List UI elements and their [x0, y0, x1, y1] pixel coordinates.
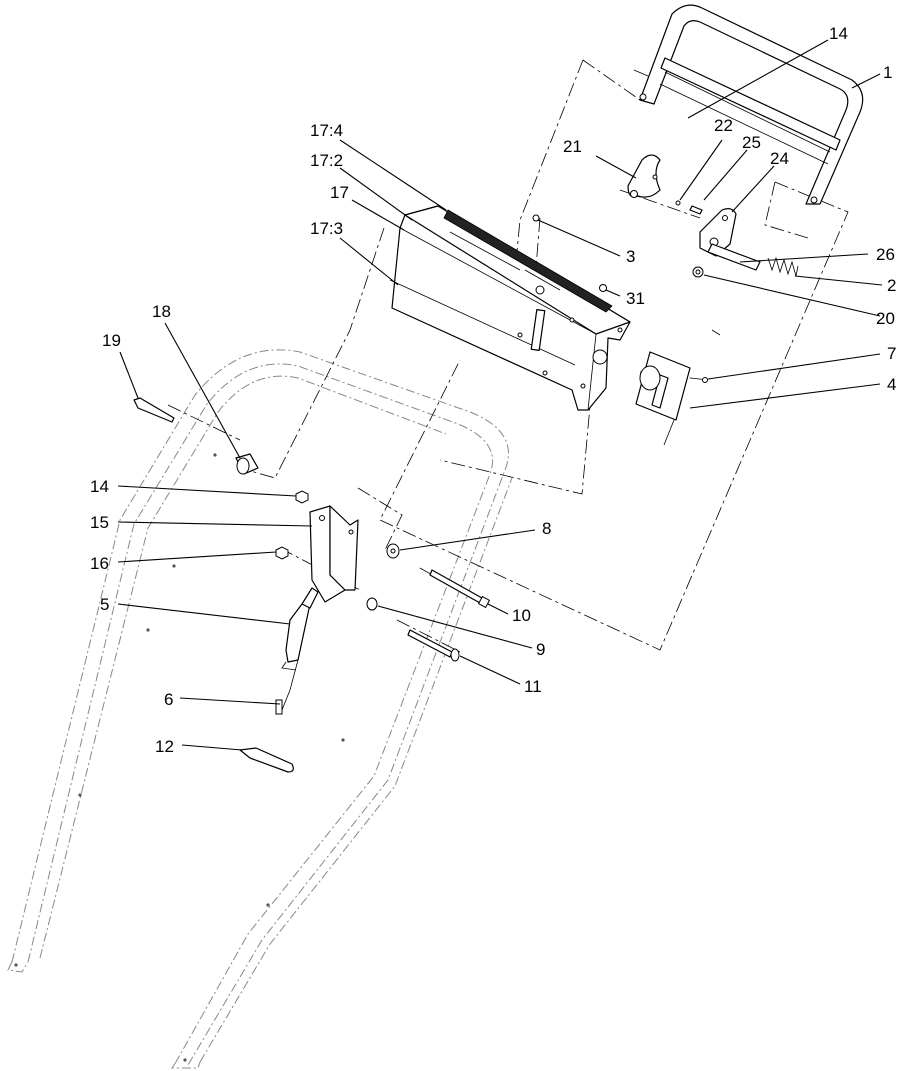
- callout-17-4: 17:4: [310, 121, 343, 140]
- nut-14-lower: [295, 490, 309, 504]
- callout-17-2: 17:2: [310, 151, 343, 170]
- washer-31: [599, 284, 607, 292]
- callout-12: 12: [155, 737, 174, 756]
- lower-handle-phantom: [7, 349, 513, 1069]
- callout-3: 3: [626, 247, 635, 266]
- callout-16: 16: [90, 554, 109, 573]
- callout-11: 11: [524, 677, 542, 696]
- slide-plate-4: [635, 351, 691, 446]
- leader-lines: [117, 39, 883, 751]
- pin-22: [675, 200, 681, 206]
- callout-25: 25: [742, 133, 761, 152]
- callout-1: 1: [883, 63, 892, 82]
- washer-8: [386, 543, 400, 559]
- callout-4: 4: [887, 375, 896, 394]
- grip-12: [239, 747, 294, 773]
- callout-24: 24: [770, 149, 789, 168]
- callout-15: 15: [90, 513, 109, 532]
- callout-10: 10: [512, 606, 531, 625]
- callout-17: 17: [330, 183, 349, 202]
- nut-16: [275, 546, 289, 560]
- cable-6: [275, 699, 283, 715]
- bolt-11: [407, 629, 460, 662]
- callout-7: 7: [887, 344, 896, 363]
- callout-26: 26: [876, 245, 895, 264]
- bolt-10: [429, 569, 491, 609]
- callout-18: 18: [152, 302, 171, 321]
- callout-17-3: 17:3: [310, 219, 343, 238]
- callout-9: 9: [536, 640, 545, 659]
- callout-8: 8: [542, 519, 551, 538]
- upper-handle-part: [633, 4, 864, 205]
- screw-7: [702, 377, 708, 383]
- callout-19: 19: [102, 331, 121, 350]
- spring-2: [767, 256, 799, 277]
- rod-26: [707, 243, 761, 271]
- callout-21: 21: [563, 137, 582, 156]
- callout-14-top: 14: [829, 24, 848, 43]
- cable-lever-5: [281, 587, 319, 711]
- bolt-19: [133, 397, 175, 423]
- washer-9: [366, 597, 378, 611]
- callout-6: 6: [164, 690, 173, 709]
- bracket-15: [309, 505, 359, 603]
- callout-2: 2: [887, 276, 896, 295]
- callout-5: 5: [100, 595, 109, 614]
- latch-21: [627, 154, 661, 198]
- control-panel-housing: [389, 205, 631, 411]
- callout-labels: 14 1 22 25 24 21 17:4 17:2 17 17:3 3 26 …: [90, 24, 896, 756]
- callout-22: 22: [714, 116, 733, 135]
- callout-20: 20: [876, 309, 895, 328]
- fastener-3: [532, 214, 540, 222]
- washer-20: [692, 266, 704, 278]
- callout-14-mid: 14: [90, 477, 109, 496]
- callout-31: 31: [626, 289, 645, 308]
- bushing-18: [235, 453, 259, 475]
- screw-25: [689, 205, 703, 215]
